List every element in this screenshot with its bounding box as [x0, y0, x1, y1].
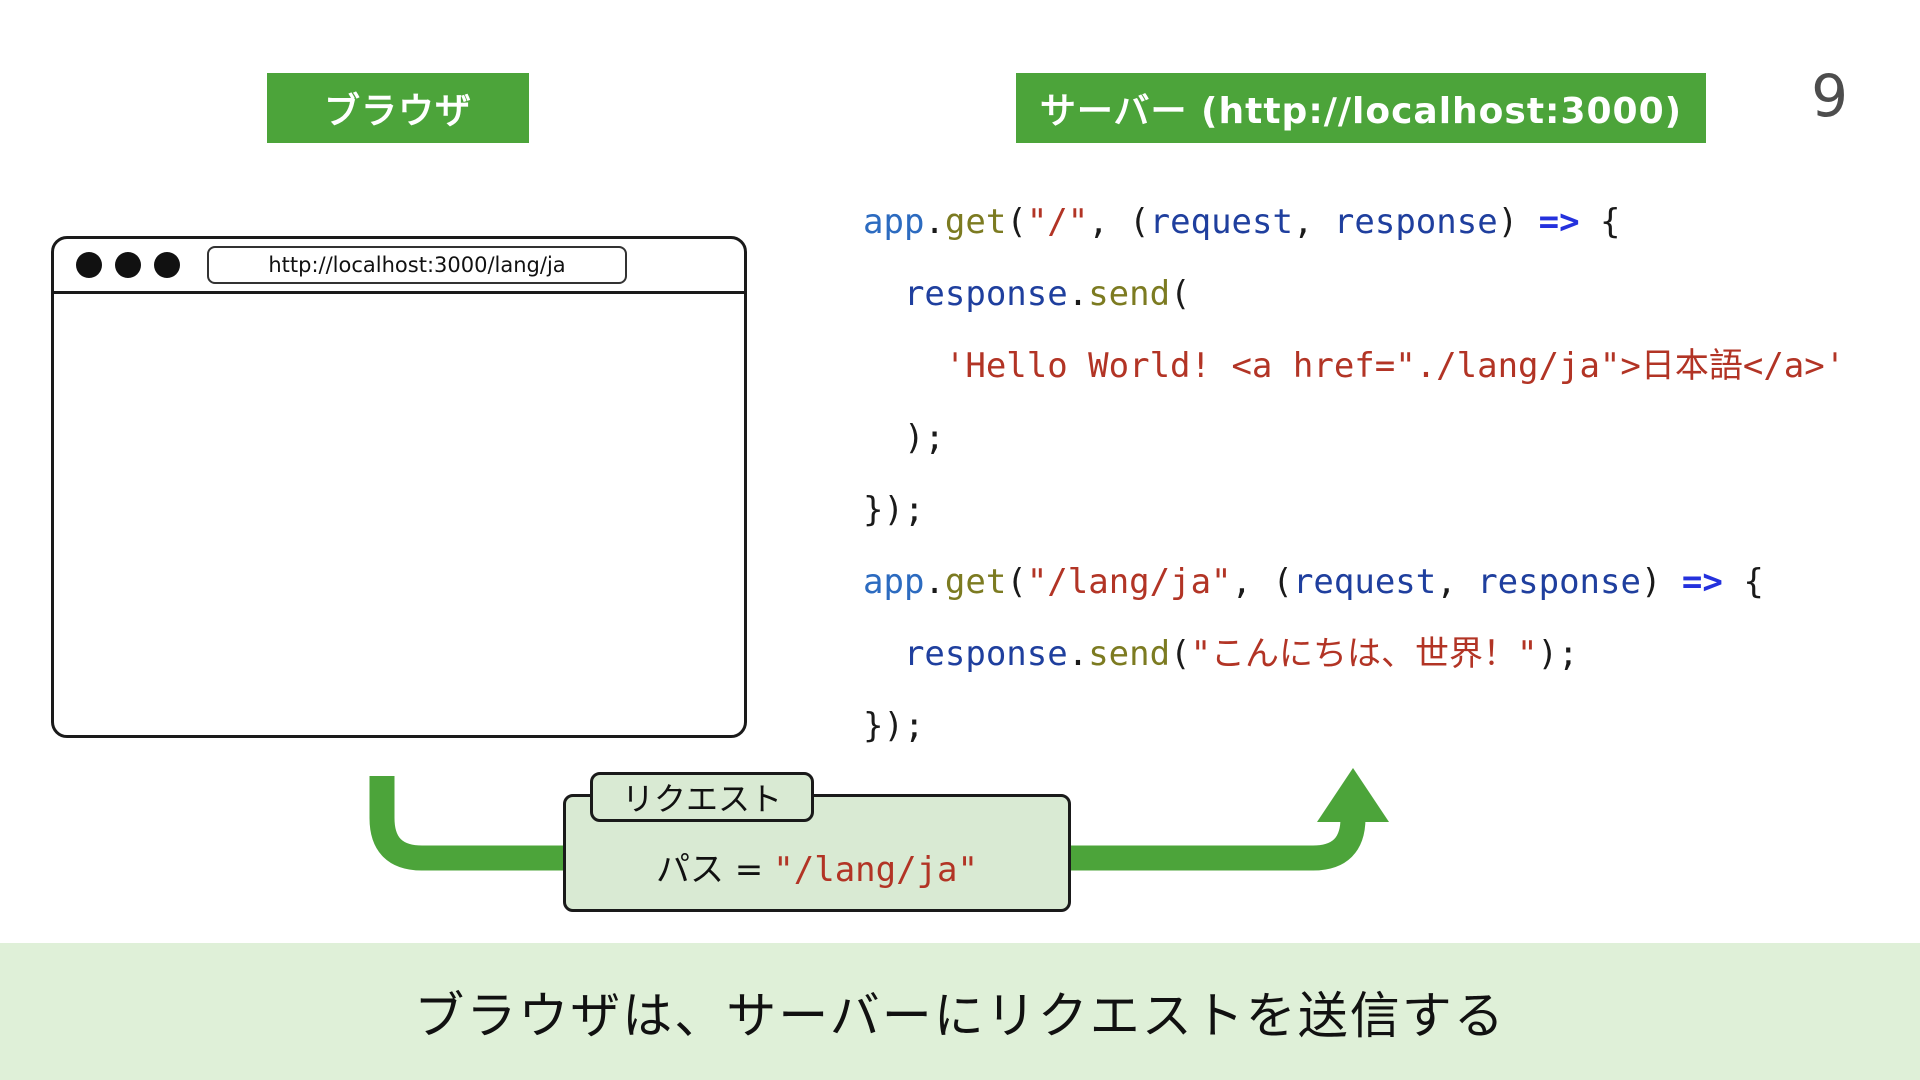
code-token: ( [1006, 562, 1027, 602]
request-label: リクエスト [590, 772, 814, 822]
code-token: }); [863, 490, 925, 530]
server-header-label: サーバー (http://localhost:3000) [1016, 73, 1706, 143]
page-number: 9 [1811, 62, 1848, 130]
code-token: . [924, 202, 945, 242]
code-token: "/lang/ja" [1026, 562, 1232, 602]
code-token: send [1088, 634, 1171, 674]
code-token: get [944, 202, 1007, 242]
request-path-value: "/lang/ja" [773, 850, 978, 890]
window-dot-icon [115, 252, 141, 278]
browser-header-label: ブラウザ [267, 73, 529, 143]
code-token: , [1436, 562, 1478, 602]
code-token: 'Hello World! <a href="./lang/ja">日本語</a… [944, 346, 1846, 386]
code-token: response [1477, 562, 1641, 602]
code-line: app.get("/", (request, response) => { [863, 186, 1845, 258]
code-token: request [1149, 202, 1293, 242]
code-token: { [1722, 562, 1764, 602]
code-line: }); [863, 474, 1845, 546]
code-token: . [924, 562, 945, 602]
window-dot-icon [154, 252, 180, 278]
code-line: response.send( [863, 258, 1845, 330]
code-token: app [863, 202, 925, 242]
code-token [863, 346, 945, 386]
code-token: ); [863, 418, 945, 458]
url-text: http://localhost:3000/lang/ja [268, 253, 566, 277]
window-dot-icon [76, 252, 102, 278]
url-bar: http://localhost:3000/lang/ja [207, 246, 627, 284]
caption-banner: ブラウザは、サーバーにリクエストを送信する [0, 943, 1920, 1080]
code-line: response.send("こんにちは、世界！"); [863, 618, 1845, 690]
code-token: ); [1537, 634, 1579, 674]
code-token: send [1088, 274, 1171, 314]
code-token: request [1292, 562, 1437, 602]
code-line: }); [863, 690, 1845, 762]
browser-titlebar: http://localhost:3000/lang/ja [54, 239, 744, 294]
code-token: ( [1170, 274, 1191, 314]
code-line: ); [863, 402, 1845, 474]
code-token: . [1067, 634, 1089, 674]
code-token: => [1538, 202, 1580, 242]
code-token: "/" [1026, 202, 1089, 242]
code-token: response [903, 634, 1068, 674]
code-token: , ( [1088, 202, 1150, 242]
request-path-label: パス = [656, 850, 764, 890]
code-token: app [863, 562, 925, 602]
code-token: . [1067, 274, 1089, 314]
code-token: ) [1497, 202, 1539, 242]
request-path: パス = "/lang/ja" [656, 842, 978, 891]
code-token: => [1681, 562, 1723, 602]
code-token [863, 274, 904, 314]
code-line: 'Hello World! <a href="./lang/ja">日本語</a… [863, 330, 1845, 402]
code-token: get [944, 562, 1007, 602]
code-token: response [903, 274, 1068, 314]
code-token: }); [863, 706, 925, 746]
code-token: ( [1170, 634, 1191, 674]
browser-content [54, 294, 744, 738]
code-line: app.get("/lang/ja", (request, response) … [863, 546, 1845, 618]
code-token: , ( [1231, 562, 1293, 602]
browser-window: http://localhost:3000/lang/ja [51, 236, 747, 738]
code-token: ( [1006, 202, 1027, 242]
code-token: , [1292, 202, 1334, 242]
server-code: app.get("/", (request, response) => { re… [863, 186, 1845, 762]
code-token: "こんにちは、世界！" [1190, 634, 1538, 674]
code-token: { [1579, 202, 1621, 242]
code-token [863, 634, 904, 674]
code-token: ) [1640, 562, 1682, 602]
code-token: response [1333, 202, 1498, 242]
